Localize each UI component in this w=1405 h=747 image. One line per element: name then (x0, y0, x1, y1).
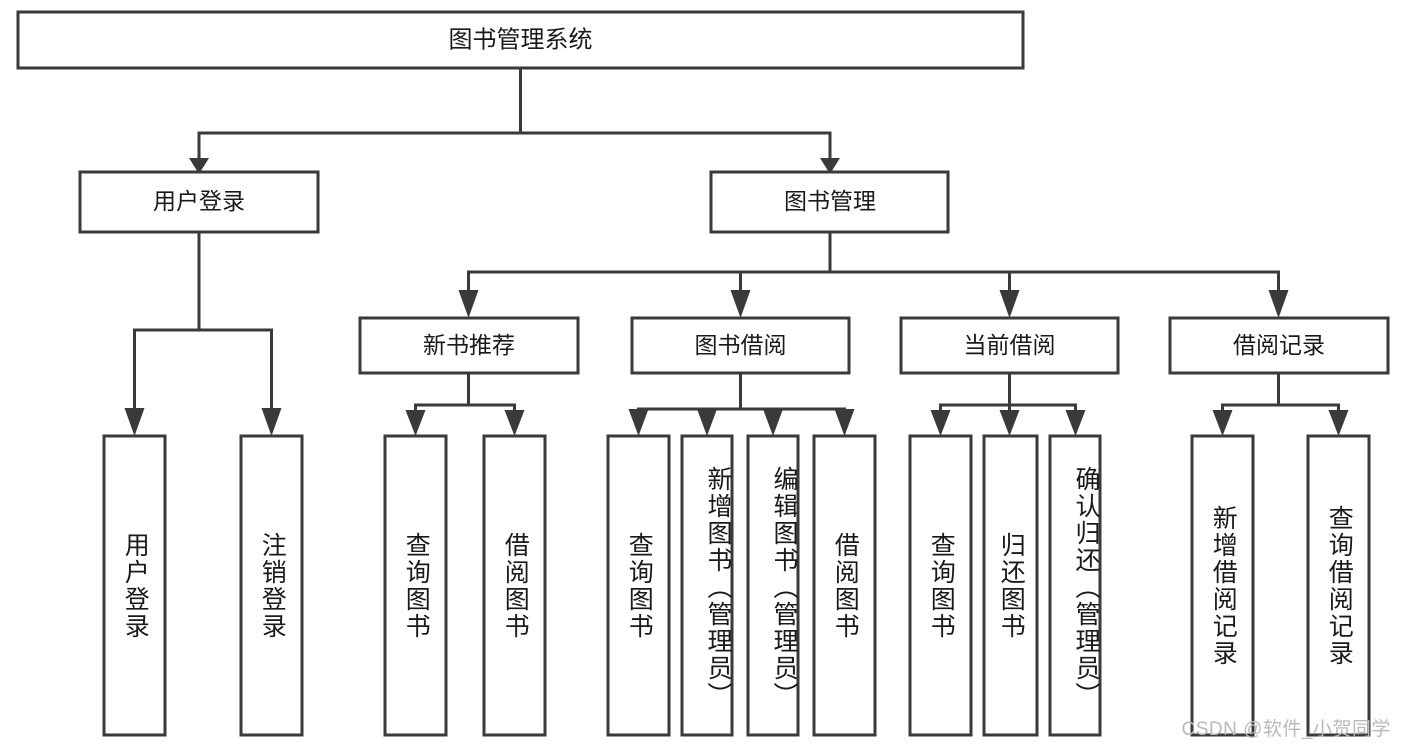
node-leaf-query-book-cur-box[interactable] (908, 434, 973, 737)
node-user-login-label: 用户登录 (153, 188, 245, 214)
connector-group-borrowrecord-to-leaves (1212, 371, 1349, 436)
arrowhead-leaf-query-borrow-rec (1328, 410, 1349, 436)
node-borrow-record-label: 借阅记录 (1233, 332, 1325, 358)
node-leaf-return-book-box[interactable] (982, 434, 1039, 737)
node-current-borrow[interactable]: 当前借阅 (899, 316, 1120, 375)
arrowhead-new-book-recommend (458, 290, 479, 318)
node-book-manage[interactable]: 图书管理 (709, 170, 950, 234)
node-leaf-query-book-rec-box[interactable] (383, 434, 448, 737)
node-leaf-query-book-bor-box[interactable] (606, 434, 671, 737)
arrowhead-book-manage (820, 158, 840, 174)
arrowhead-leaf-add-book-admin (697, 409, 717, 436)
node-leaf-add-borrow-rec-box[interactable] (1190, 434, 1255, 737)
node-leaf-logout-login-box[interactable] (239, 434, 304, 737)
node-root[interactable]: 图书管理系统 (16, 10, 1025, 70)
node-leaf-confirm-return-box[interactable] (1048, 434, 1102, 737)
node-borrow-record[interactable]: 借阅记录 (1168, 316, 1390, 375)
arrowhead-leaf-query-book-bor (628, 409, 649, 436)
arrowhead-book-borrow (730, 290, 751, 318)
leaf-box-group (102, 434, 1371, 737)
node-book-borrow[interactable]: 图书借阅 (630, 316, 851, 375)
node-current-borrow-label: 当前借阅 (964, 332, 1056, 358)
connector-group-bookmanage-to-level3 (458, 230, 1289, 318)
arrowhead-leaf-query-book-rec (405, 410, 426, 436)
arrowhead-borrow-record (1268, 290, 1289, 318)
arrowhead-user-login (189, 158, 209, 174)
arrowhead-leaf-logout-login (261, 408, 282, 436)
connector-group-userlogin-to-leaves (124, 230, 282, 436)
connector-group-currentborrow-to-leaves (930, 371, 1086, 436)
connector-group-root-to-level2 (189, 66, 840, 174)
arrowhead-leaf-edit-book-admin (763, 409, 783, 436)
arrowhead-leaf-borrow-book-rec (504, 410, 525, 436)
node-leaf-borrow-book-bor-box[interactable] (812, 434, 877, 737)
arrowhead-leaf-add-borrow-rec (1212, 410, 1233, 436)
node-new-book-recommend-box[interactable] (358, 316, 580, 375)
arrowhead-leaf-user-login (124, 408, 145, 436)
node-book-borrow-label: 图书借阅 (695, 332, 787, 358)
node-current-borrow-box[interactable] (899, 316, 1120, 375)
node-leaf-add-book-admin-box[interactable] (680, 434, 734, 737)
node-new-book-recommend[interactable]: 新书推荐 (358, 316, 580, 375)
node-leaf-borrow-book-rec-box[interactable] (482, 434, 547, 737)
node-root-label: 图书管理系统 (449, 26, 593, 53)
node-book-manage-box[interactable] (709, 170, 950, 234)
connector-group-newbook-to-leaves (405, 371, 525, 436)
node-leaf-query-borrow-rec-box[interactable] (1306, 434, 1371, 737)
node-book-borrow-box[interactable] (630, 316, 851, 375)
node-leaf-edit-book-admin-box[interactable] (746, 434, 800, 737)
connector-group-bookborrow-to-leaves (628, 371, 855, 436)
arrowhead-current-borrow (999, 290, 1020, 318)
arrowhead-leaf-confirm-return (1065, 410, 1086, 436)
arrowhead-leaf-borrow-book-bor (834, 409, 855, 436)
csdn-watermark: CSDN @软件_小贺同学 (1181, 719, 1391, 740)
node-user-login-box[interactable] (78, 170, 320, 234)
node-root-box[interactable] (16, 10, 1025, 70)
node-user-login[interactable]: 用户登录 (78, 170, 320, 234)
node-borrow-record-box[interactable] (1168, 316, 1390, 375)
arrowhead-leaf-return-book (999, 410, 1020, 436)
node-new-book-recommend-label: 新书推荐 (423, 332, 515, 358)
arrowhead-leaf-query-book-cur (930, 410, 951, 436)
node-book-manage-label: 图书管理 (784, 188, 876, 214)
node-leaf-user-login-box[interactable] (102, 434, 167, 737)
